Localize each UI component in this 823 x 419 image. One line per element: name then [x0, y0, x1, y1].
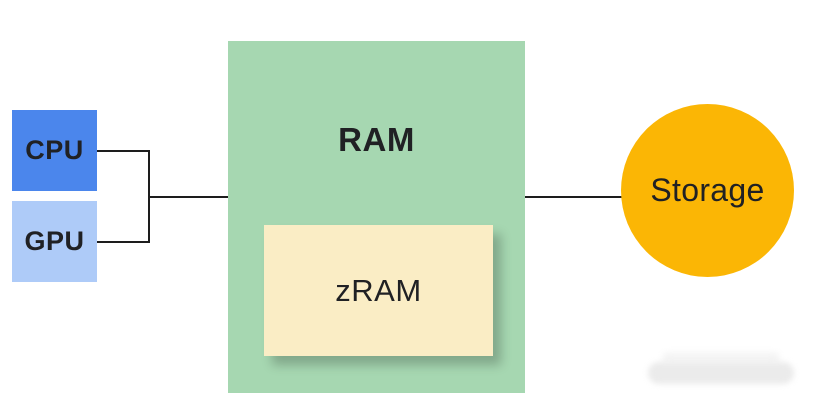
connector-junction-to-ram [148, 196, 228, 198]
watermark-smudge [648, 362, 794, 384]
node-ram: RAM zRAM [228, 41, 525, 393]
connector-gpu-to-junction [96, 241, 150, 243]
node-storage: Storage [621, 104, 794, 277]
cpu-label: CPU [25, 135, 84, 165]
watermark-smudge [662, 352, 780, 364]
zram-label: zRAM [335, 272, 422, 308]
gpu-label: GPU [24, 226, 85, 256]
connector-ram-to-storage [525, 196, 622, 198]
node-cpu: CPU [12, 110, 97, 191]
node-gpu: GPU [12, 201, 97, 282]
storage-label: Storage [650, 172, 765, 208]
node-zram: zRAM [264, 225, 493, 356]
connector-cpu-to-junction [96, 150, 150, 152]
ram-label: RAM [338, 121, 415, 158]
